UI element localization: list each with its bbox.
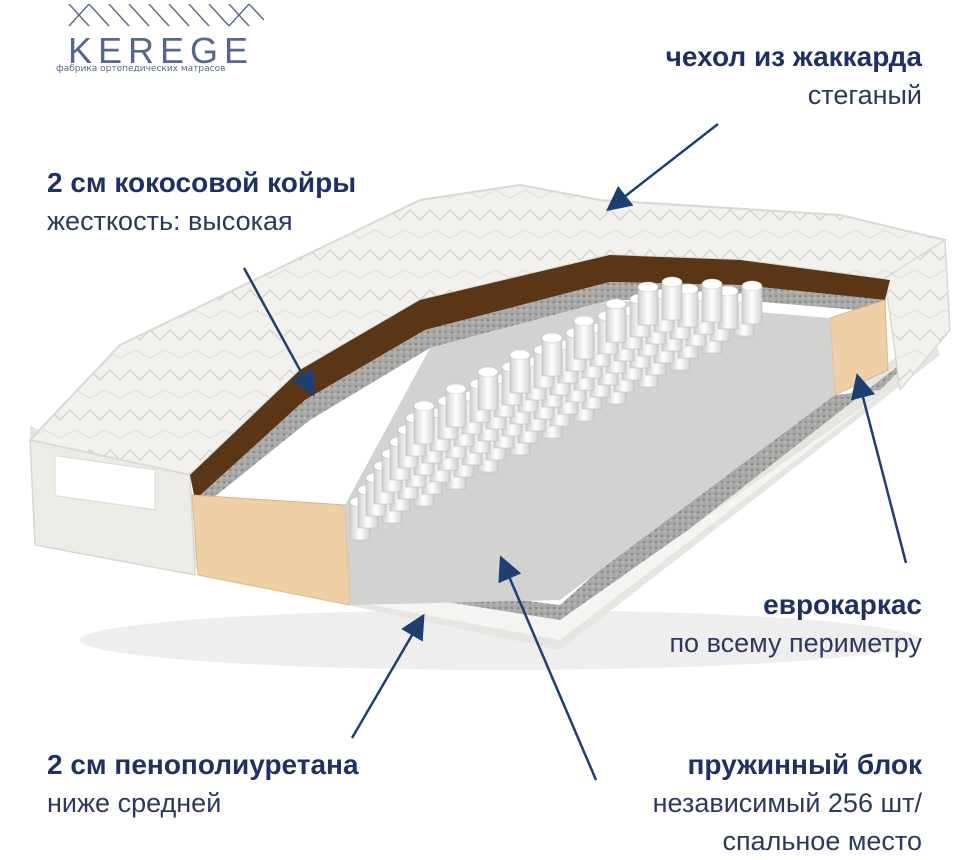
spring-pocket xyxy=(445,383,467,428)
spring-pocket xyxy=(677,283,699,328)
spring-pocket xyxy=(701,278,723,323)
callout-coir: 2 см кокосовой койры жесткость: высокая xyxy=(47,164,356,240)
spring-pocket xyxy=(477,366,499,411)
spring-pocket xyxy=(637,281,659,326)
arrow-cover xyxy=(606,123,719,212)
spring-block xyxy=(349,276,763,541)
spring-pocket xyxy=(605,298,627,343)
spring-pocket xyxy=(413,400,435,445)
callout-foam: 2 см пенополиуретана ниже средней xyxy=(47,746,359,822)
callout-foam-subtitle: ниже средней xyxy=(47,788,222,818)
callout-springs-subtitle-1: независимый 256 шт/ xyxy=(652,788,922,818)
callout-coir-title: 2 см кокосовой койры xyxy=(47,167,357,198)
callout-springs: пружинный блок независимый 256 шт/ спаль… xyxy=(653,746,922,860)
callout-frame: еврокаркас по всему периметру xyxy=(669,586,922,662)
spring-pocket xyxy=(573,315,595,360)
label-tag xyxy=(54,455,156,511)
brand-tagline: фабрика ортопедических матрасов xyxy=(56,64,226,74)
callout-frame-subtitle: по всему периметру xyxy=(669,628,922,658)
callout-frame-title: еврокаркас xyxy=(763,589,922,620)
callout-springs-title: пружинный блок xyxy=(687,749,923,780)
callout-cover-subtitle: стеганый xyxy=(807,80,922,110)
spring-pocket xyxy=(717,285,739,330)
callout-springs-subtitle-2: спальное место xyxy=(722,826,922,856)
callout-cover: чехол из жаккарда стеганый xyxy=(666,38,922,114)
callout-foam-title: 2 см пенополиуретана xyxy=(47,749,359,780)
brand-logo: KEREGE фабрика ортопедических матрасов xyxy=(40,4,280,84)
spring-pocket xyxy=(541,332,563,377)
spring-pocket xyxy=(509,349,531,394)
arrow-frame xyxy=(850,373,908,564)
shadow-shape xyxy=(80,610,920,670)
arrow-coir xyxy=(242,267,315,397)
cover-corner xyxy=(884,238,951,392)
coir-layer xyxy=(190,255,890,500)
zigzag-lattice-icon xyxy=(68,4,264,27)
arrow-springs xyxy=(498,555,598,781)
callout-cover-title: чехол из жаккарда xyxy=(665,41,922,72)
spring-block-area xyxy=(345,300,835,605)
arrow-foam xyxy=(350,613,425,739)
felt-layer xyxy=(195,282,885,510)
spring-pocket xyxy=(741,280,763,325)
brand-name: KEREGE xyxy=(68,30,255,71)
callout-coir-subtitle: жесткость: высокая xyxy=(47,206,293,236)
spring-pocket xyxy=(661,276,683,321)
